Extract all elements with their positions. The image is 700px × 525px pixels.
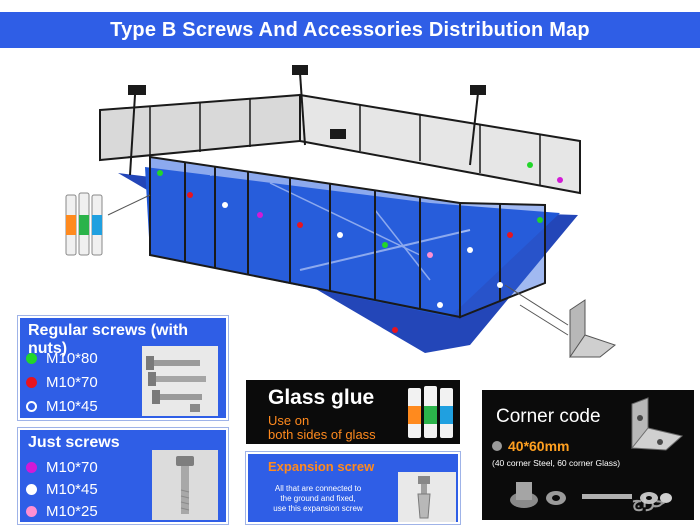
gray-dot	[492, 441, 502, 451]
legend-item: M10*70	[26, 374, 98, 391]
white-screw-dot	[26, 484, 37, 495]
magenta-screw-dot	[26, 462, 37, 473]
glue-callout-icon	[65, 192, 151, 256]
expansion-screw-panel: Expansion screw All that are connected t…	[246, 452, 460, 524]
corner-code-title: Corner code	[496, 406, 601, 427]
glass-glue-subtitle-1: Use on	[268, 413, 310, 428]
fastener-set-icon	[504, 474, 674, 516]
hex-bolt-icon	[152, 450, 218, 520]
glass-glue-subtitle-2: both sides of glass	[268, 427, 376, 442]
page-title: Type B Screws And Accessories Distributi…	[110, 18, 590, 41]
white-screw-dot	[26, 401, 37, 412]
glass-glue-title: Glass glue	[268, 386, 375, 409]
legend-item: M10*25	[26, 503, 98, 520]
red-screw-dot	[26, 377, 37, 388]
legend-label: M10*70	[46, 374, 98, 391]
pink-screw-dot	[26, 506, 37, 517]
glass-glue-panel: Glass glue Use on both sides of glass	[246, 380, 460, 444]
legend-label: M10*25	[46, 503, 98, 520]
legend-item: M10*45	[26, 398, 98, 415]
expansion-note-line-1: All that are connected to	[274, 484, 362, 493]
legend-item: M10*80	[26, 350, 98, 367]
glass-side-wall	[459, 201, 546, 319]
glue-tubes-icon	[406, 384, 456, 440]
legend-label: M10*45	[46, 481, 98, 498]
bolt-with-nut-icon	[142, 346, 218, 416]
expansion-note-line-3: use this expansion screw	[273, 504, 363, 513]
corner-code-panel: Corner code 40*60mm (40 corner Steel, 60…	[482, 390, 694, 520]
corner-size: 40*60mm	[508, 438, 570, 454]
expansion-note-line-2: the ground and fixed,	[280, 494, 356, 503]
screw-markers	[157, 162, 563, 333]
green-screw-dot	[26, 353, 37, 364]
expansion-screw-title: Expansion screw	[268, 459, 375, 474]
regular-screws-panel: Regular screws (with nuts) M10*80 M10*70…	[18, 316, 228, 420]
just-screws-panel: Just screws M10*70 M10*45 M10*25	[18, 428, 228, 524]
floodlight-icon	[128, 65, 486, 176]
title-bar: Type B Screws And Accessories Distributi…	[0, 12, 700, 48]
legend-label: M10*70	[46, 459, 98, 476]
regular-screws-title: Regular screws (with nuts)	[28, 322, 189, 357]
corner-note: (40 corner Steel, 60 corner Glass)	[492, 458, 621, 468]
legend-label: M10*80	[46, 350, 98, 367]
right-mesh-wall	[299, 93, 581, 195]
corner-callout-icon	[504, 284, 617, 358]
legend-label: M10*45	[46, 398, 98, 415]
expansion-anchor-icon	[398, 472, 456, 522]
court-diagram	[65, 65, 617, 358]
corner-bracket-icon	[622, 394, 688, 454]
legend-item: M10*70	[26, 459, 98, 476]
legend-item: M10*45	[26, 481, 98, 498]
corner-size-row: 40*60mm	[492, 438, 570, 454]
glass-wall	[149, 155, 461, 319]
watermark: حراج	[632, 494, 666, 511]
expansion-note: All that are connected to the ground and…	[254, 484, 382, 514]
just-screws-title: Just screws	[28, 434, 120, 451]
